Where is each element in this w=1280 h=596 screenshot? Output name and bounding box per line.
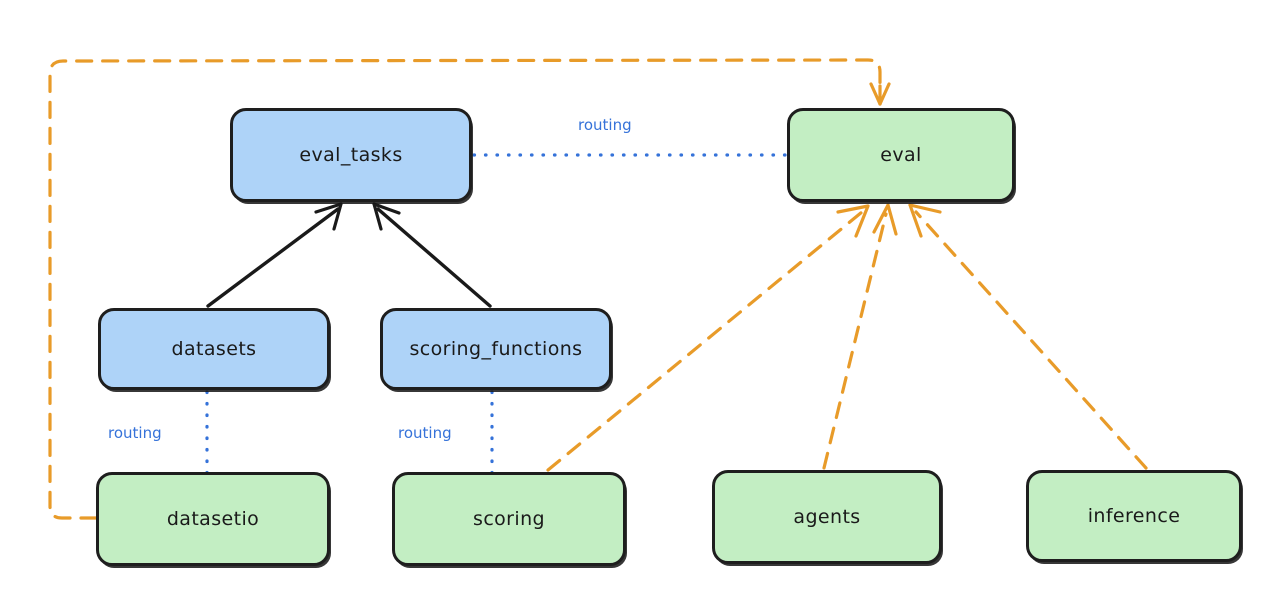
node-label-datasets: datasets <box>171 338 257 360</box>
edge-scoring_functions-to-eval_tasks <box>372 202 492 308</box>
node-label-inference: inference <box>1087 505 1181 527</box>
node-inference[interactable]: inference <box>1026 470 1242 562</box>
node-scoring[interactable]: scoring <box>392 472 626 566</box>
node-scoring_functions[interactable]: scoring_functions <box>380 308 612 390</box>
edge-datasets-to-eval_tasks <box>206 202 343 308</box>
node-label-scoring: scoring <box>473 508 545 530</box>
node-label-eval: eval <box>880 144 922 166</box>
node-label-scoring_functions: scoring_functions <box>409 338 583 360</box>
edge-label-routing-eval_tasks-eval: routing <box>578 116 632 134</box>
node-datasetio[interactable]: datasetio <box>96 472 330 566</box>
node-datasets[interactable]: datasets <box>98 308 330 390</box>
node-agents[interactable]: agents <box>712 470 942 564</box>
edge-agents-to-eval <box>822 203 898 470</box>
edge-inference-to-eval <box>908 203 1148 470</box>
node-eval_tasks[interactable]: eval_tasks <box>230 108 472 202</box>
node-label-eval_tasks: eval_tasks <box>299 144 403 166</box>
edge-label-routing-scoring_functions-scoring: routing <box>398 424 452 442</box>
node-label-datasetio: datasetio <box>166 508 260 530</box>
edge-label-routing-datasets-datasetio: routing <box>108 424 162 442</box>
node-label-agents: agents <box>793 506 861 528</box>
node-eval[interactable]: eval <box>787 108 1015 202</box>
